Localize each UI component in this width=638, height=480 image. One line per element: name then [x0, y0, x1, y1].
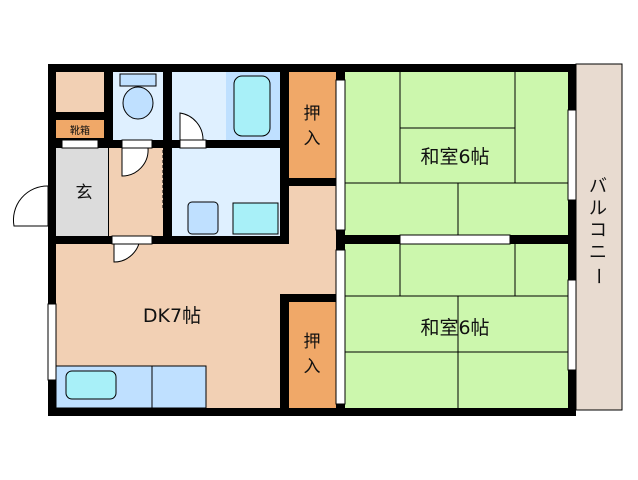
washing-machine — [232, 202, 279, 235]
tatami-lines — [345, 72, 568, 408]
dk-room-upper — [289, 186, 336, 294]
washbasin — [187, 201, 219, 235]
closet-bottom — [289, 302, 336, 408]
label-balcony-2: ル — [589, 198, 607, 219]
label-dk: DK7帖 — [143, 305, 201, 327]
label-closet-bottom-2: 入 — [304, 357, 321, 377]
washitsu-bottom — [345, 244, 568, 408]
closet-top — [289, 72, 336, 178]
washitsu-top — [345, 72, 568, 235]
label-entrance: 玄 — [76, 183, 93, 203]
label-closet-bottom-1: 押 — [304, 332, 321, 352]
label-balcony-1: バ — [589, 176, 607, 197]
label-shoe-box: 靴箱 — [70, 124, 90, 137]
shoe-box — [56, 120, 104, 138]
entrance — [56, 148, 108, 236]
toilet-bowl — [122, 86, 154, 120]
balcony — [575, 63, 623, 411]
label-closet-top-1: 押 — [304, 104, 321, 124]
doors — [12, 79, 577, 405]
label-balcony-4: ニ — [589, 242, 607, 263]
label-balcony-3: コ — [589, 220, 607, 241]
label-closet-top-2: 入 — [304, 129, 321, 149]
label-washitsu-top: 和室6帖 — [420, 146, 489, 168]
sink — [65, 370, 117, 400]
toilet-tank — [119, 73, 157, 87]
label-washitsu-bottom: 和室6帖 — [420, 317, 489, 339]
bathtub — [233, 75, 271, 137]
storage-top-left — [56, 72, 104, 112]
dk-room-link — [270, 244, 290, 294]
label-balcony-5: ー — [587, 267, 608, 285]
